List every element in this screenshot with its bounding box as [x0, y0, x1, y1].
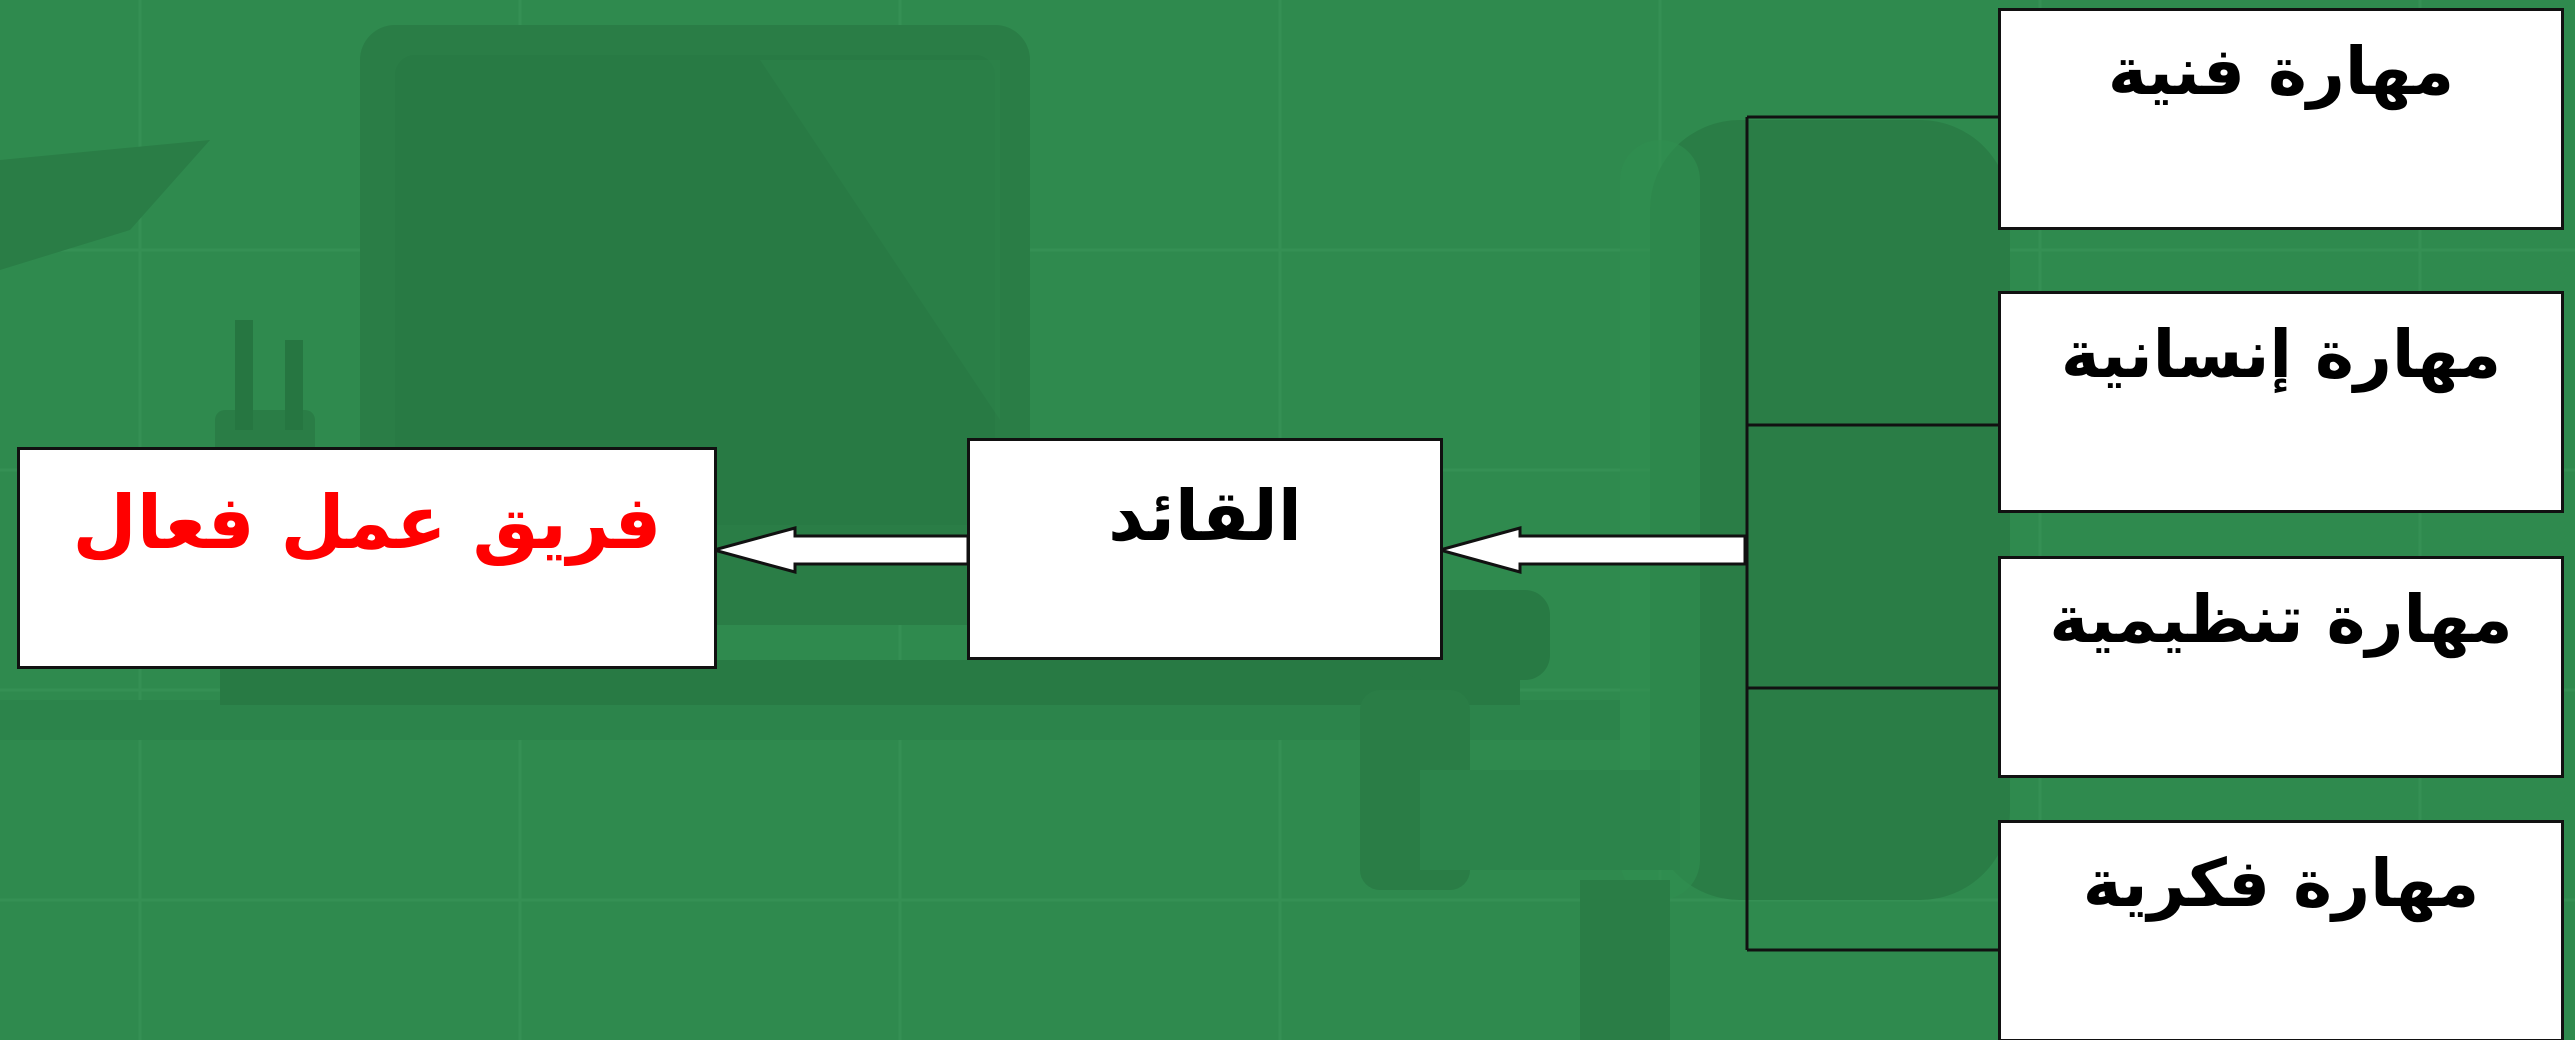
skill-box-conceptual: مهارة فكرية — [1998, 820, 2564, 1040]
skill-box-organizational: مهارة تنظيمية — [1998, 556, 2564, 778]
skill-label: مهارة فكرية — [2082, 845, 2480, 922]
skill-label: مهارة تنظيمية — [2049, 581, 2513, 658]
skill-box-technical: مهارة فنية — [1998, 8, 2564, 230]
team-box: فريق عمل فعال — [17, 447, 717, 669]
team-label: فريق عمل فعال — [72, 480, 662, 566]
skill-label: مهارة فنية — [2107, 33, 2455, 110]
skill-label: مهارة إنسانية — [2060, 316, 2502, 393]
leader-label: القائد — [1108, 475, 1302, 557]
leader-box: القائد — [967, 438, 1443, 660]
skill-box-human: مهارة إنسانية — [1998, 291, 2564, 513]
